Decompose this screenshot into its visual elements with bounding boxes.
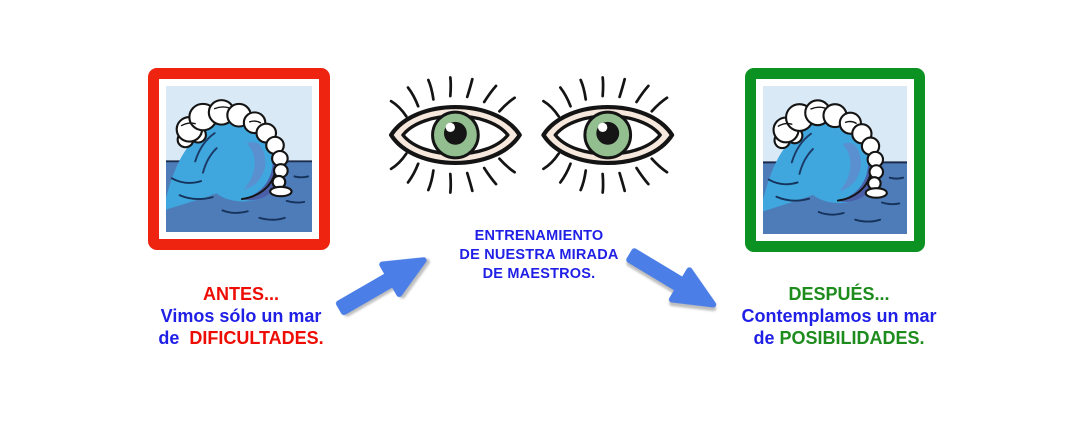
arrow-down-right-icon (626, 248, 717, 308)
center-line2: DE NUESTRA MIRADA (459, 247, 619, 263)
center-line3: DE MAESTROS. (482, 266, 596, 282)
after-title: DESPUÉS... (788, 284, 890, 304)
before-title: ANTES... (202, 284, 279, 304)
after-line2: Contemplamos un mar (741, 306, 937, 326)
after-line3-emphasis: POSIBILIDADES. (779, 328, 925, 348)
before-line2: Vimos sólo un mar (160, 306, 322, 326)
arrow-up-right-icon (335, 257, 427, 316)
left-eye (391, 77, 520, 192)
wave-image (763, 86, 907, 234)
eyes-illustration (386, 74, 678, 196)
before-frame (148, 68, 330, 250)
before-line3-prefix: de (158, 328, 180, 348)
before-line3: de DIFICULTADES. (110, 327, 372, 349)
center-caption: ENTRENAMIENTO DE NUESTRA MIRADA DE MAEST… (428, 227, 650, 284)
right-eye (543, 77, 672, 192)
before-caption: ANTES... Vimos sólo un mar de DIFICULTADE… (110, 283, 372, 349)
after-frame (745, 68, 925, 252)
center-line1: ENTRENAMIENTO (474, 228, 604, 244)
wave-image (166, 86, 312, 232)
after-line3-prefix: de (753, 328, 775, 348)
before-line3-emphasis: DIFICULTADES. (189, 328, 324, 348)
eyes-image (386, 74, 678, 196)
